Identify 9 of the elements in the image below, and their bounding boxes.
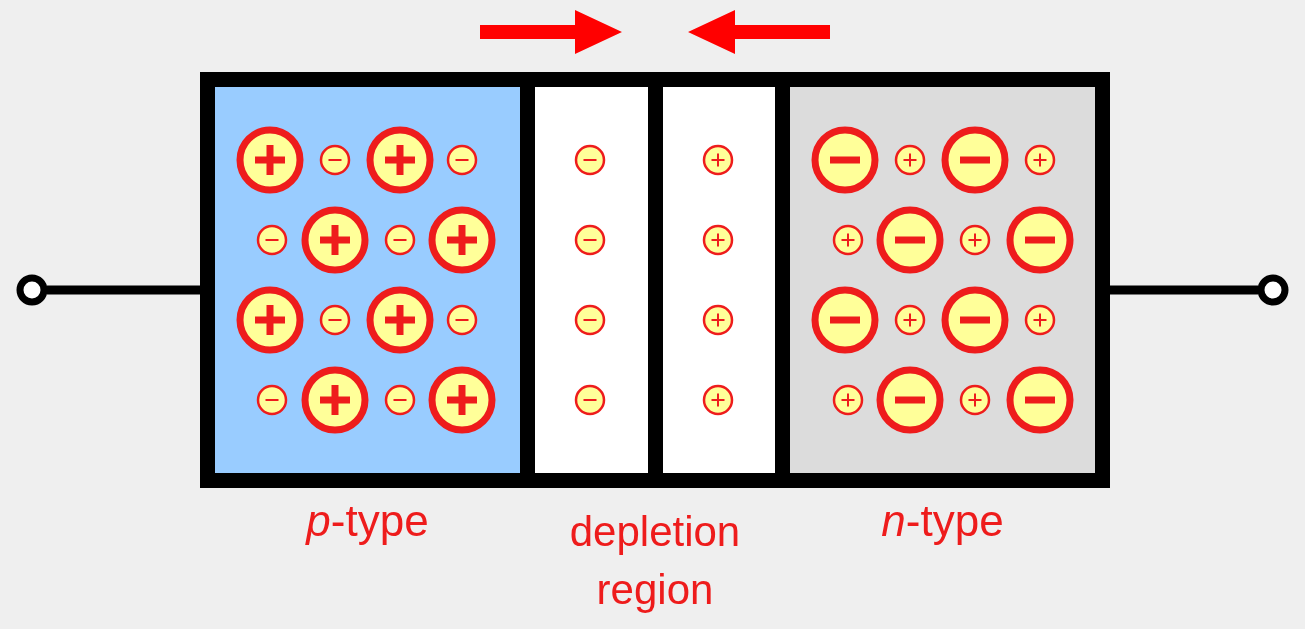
terminal-circle (16, 274, 48, 306)
region-label: depletion region (568, 507, 742, 615)
region-label: n-type (881, 496, 1004, 545)
depletion-layer (535, 87, 648, 473)
lead-wire (47, 285, 200, 295)
lead-wire (1110, 285, 1258, 295)
region-label: p-type (306, 496, 429, 545)
terminal-circle (1257, 274, 1289, 306)
depletion-layer (663, 87, 775, 473)
